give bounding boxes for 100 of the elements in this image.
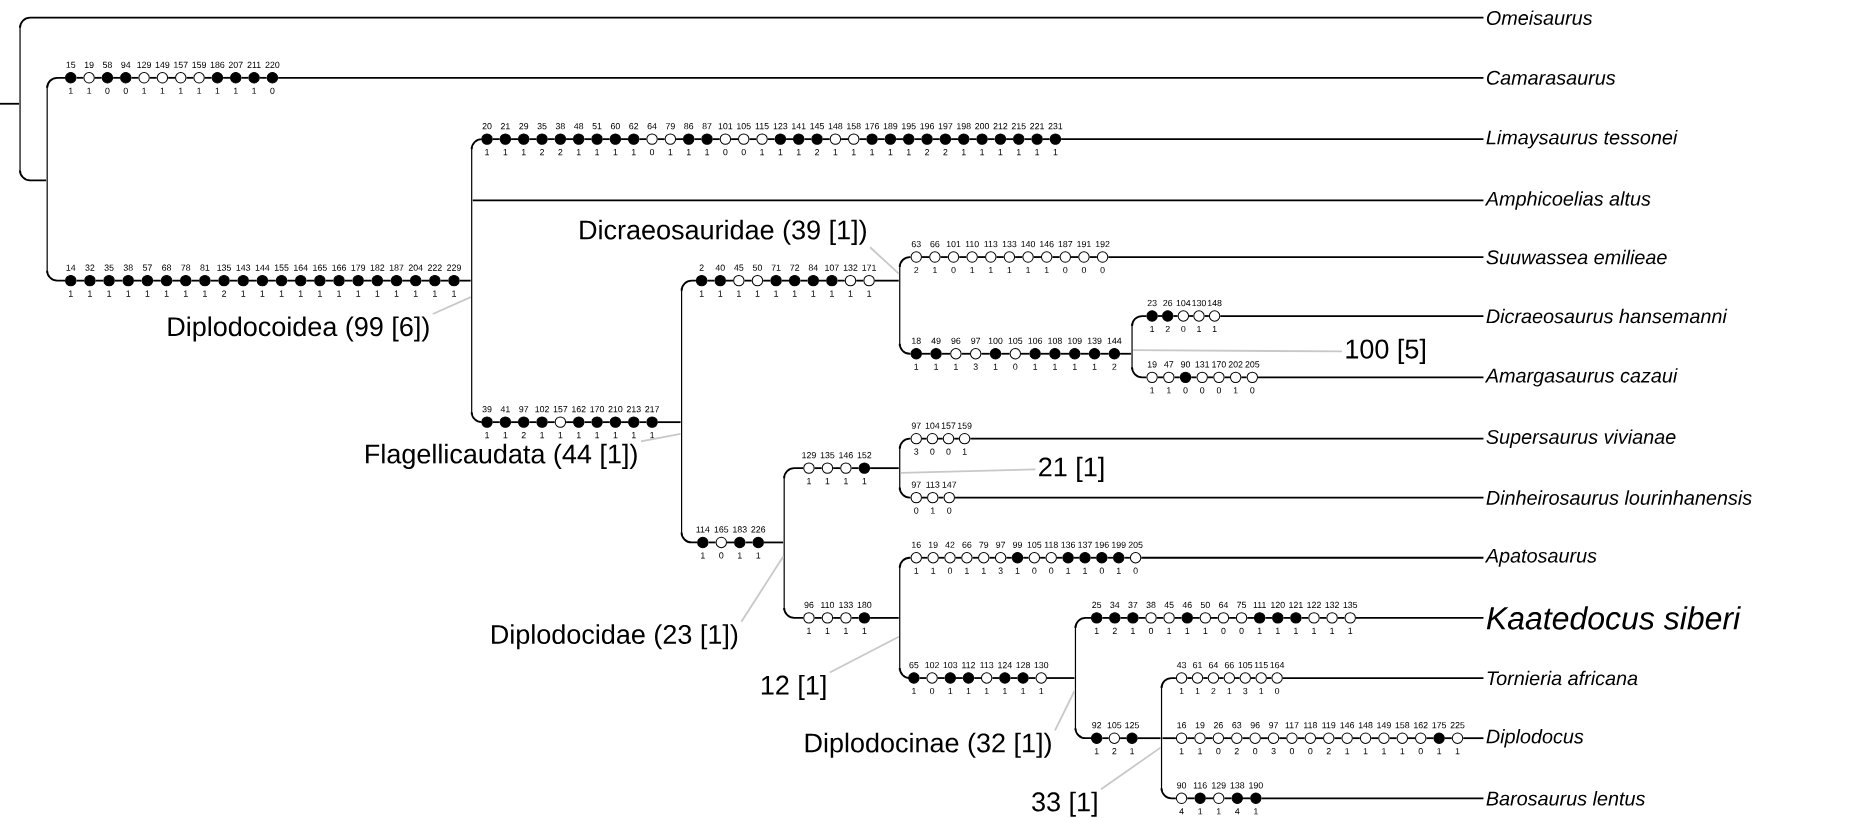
character-number: 21 (500, 122, 510, 130)
character-state: 2 (558, 148, 563, 155)
character-number: 145 (810, 122, 824, 130)
character-number: 159 (957, 422, 972, 429)
tree-branch (1070, 256, 1080, 258)
character-number: 32 (85, 264, 95, 271)
character-state: 1 (183, 290, 188, 297)
tree-branch (1223, 737, 1232, 739)
tree-branch (1296, 737, 1306, 739)
character-number: 136 (1061, 541, 1076, 548)
character-state: 1 (631, 148, 636, 155)
tree-branch (1088, 256, 1098, 258)
character-number: 166 (332, 264, 346, 271)
tree-branch (954, 496, 1485, 499)
character-number: 86 (684, 122, 694, 130)
tree-branch (1160, 787, 1177, 800)
character-number: 121 (1289, 601, 1303, 608)
tree-branch (783, 606, 805, 619)
character-number: 111 (1253, 601, 1266, 608)
character-number: 101 (718, 122, 733, 130)
character-state: 0 (723, 148, 728, 156)
character-number: 129 (1212, 782, 1226, 789)
tree-branch (1186, 797, 1196, 800)
character-state: 1 (613, 148, 618, 155)
character-number: 191 (1077, 240, 1091, 248)
tree-branch (620, 421, 629, 423)
tree-branch (850, 467, 860, 469)
clade-label: 100 [5] (1346, 338, 1425, 364)
character-state: 1 (1094, 747, 1099, 754)
character-state: 1 (88, 290, 92, 297)
tree-branch (148, 76, 158, 79)
tree-branch (1101, 616, 1110, 619)
tree-branch (1059, 352, 1070, 355)
tree-branch (762, 279, 772, 282)
tree-branch (1192, 616, 1201, 619)
character-state: 1 (1233, 387, 1238, 394)
leader-line (1132, 349, 1343, 353)
character-state: 1 (912, 687, 916, 694)
character-state: 2 (914, 266, 919, 273)
character-state: 1 (1015, 567, 1020, 574)
character-state: 1 (954, 363, 958, 370)
tree-branch (726, 541, 735, 544)
character-number: 18 (912, 337, 921, 344)
tree-branch (112, 76, 121, 79)
character-number: 197 (938, 122, 953, 130)
character-state: 0 (1418, 747, 1423, 755)
character-number: 202 (1228, 361, 1243, 368)
tree-branch (1266, 676, 1273, 679)
tree-branch (744, 541, 754, 544)
tree-branch (1156, 314, 1163, 317)
character-number: 115 (755, 122, 769, 130)
tree-branch (1246, 616, 1255, 619)
character-state: 1 (934, 363, 939, 370)
character-number: 229 (447, 264, 461, 271)
tree-branch (491, 138, 501, 140)
character-number: 102 (535, 405, 549, 413)
character-number: 162 (572, 405, 586, 413)
tree-branch (832, 467, 842, 469)
character-number: 102 (925, 661, 939, 668)
character-state: 1 (1259, 687, 1264, 694)
tree-branch (1202, 676, 1209, 679)
character-number: 14 (66, 264, 76, 271)
tree-branch (763, 541, 785, 544)
taxon-name: Amphicoelias altus (1484, 191, 1651, 210)
character-number: 71 (771, 264, 781, 271)
tree-branch (1119, 352, 1132, 355)
tree-branch (818, 279, 828, 282)
tree-branch (976, 256, 986, 258)
clade-label: Diplodocoidea (99 [6]) (168, 316, 429, 342)
character-state: 1 (613, 431, 618, 438)
character-state: 3 (998, 567, 1003, 574)
character-number: 113 (984, 240, 998, 248)
leader-line (899, 468, 1037, 474)
character-state: 2 (1234, 747, 1239, 755)
character-state: 1 (998, 148, 1003, 155)
character-state: 1 (164, 290, 169, 297)
character-number: 182 (370, 264, 385, 271)
tree-branch (675, 138, 684, 140)
character-state: 1 (1227, 687, 1232, 694)
character-state: 1 (1330, 627, 1335, 634)
tree-branch (1300, 616, 1310, 619)
tree-branch (1218, 676, 1225, 679)
tree-branch (940, 352, 952, 355)
character-state: 1 (260, 290, 265, 297)
character-state: 0 (1081, 266, 1087, 273)
character-state: 1 (989, 266, 993, 273)
tree-branch (1443, 737, 1453, 739)
character-number: 162 (1414, 721, 1428, 729)
clade-label: Diplodocidae (23 [1]) (492, 624, 738, 650)
character-number: 187 (1058, 240, 1073, 248)
tree-branch (1351, 737, 1361, 739)
character-number: 196 (920, 122, 934, 130)
tree-branch (1173, 616, 1183, 619)
tree-branch (931, 138, 941, 140)
character-number: 205 (1245, 361, 1260, 368)
character-state: 1 (1116, 567, 1121, 574)
tree-branch (748, 138, 758, 140)
character-state: 1 (1345, 747, 1350, 754)
character-number: 157 (174, 61, 188, 68)
tree-branch (895, 138, 904, 140)
